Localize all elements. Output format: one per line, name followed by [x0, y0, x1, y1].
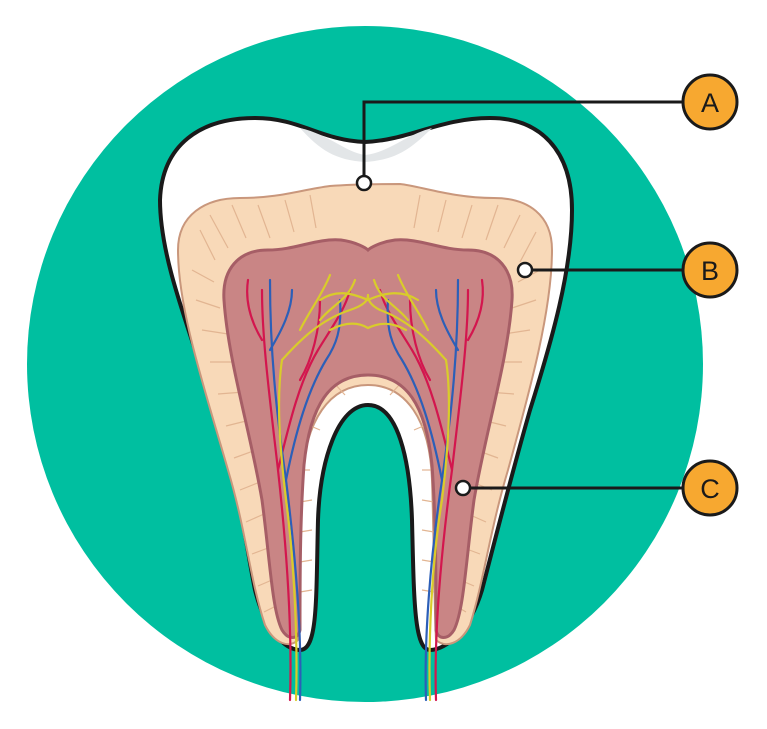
callout-badge	[681, 459, 739, 517]
dentin-tubule-line	[199, 229, 216, 261]
dentin-tubule-line	[257, 204, 271, 239]
dentin-tubule-line	[257, 579, 273, 587]
dentin-tubule-line	[421, 499, 435, 503]
callout-letter: B	[701, 256, 719, 286]
dentin-tubule-line	[251, 547, 269, 555]
nerve-fiber	[318, 278, 357, 322]
callout-badge	[681, 73, 739, 131]
nerve-fiber	[396, 273, 430, 332]
callout-leader-line	[362, 100, 690, 183]
dentin-tubule-line	[421, 529, 435, 533]
vein-vessel	[268, 288, 294, 352]
dentin-tubule-line	[239, 481, 261, 491]
nerve-fiber	[277, 358, 298, 702]
dentin-tubule-line	[195, 299, 221, 309]
dentin-tubule-line	[201, 329, 229, 335]
vein-vessel	[434, 288, 460, 352]
pointer-dot-icon	[355, 174, 373, 192]
vein-vessel	[386, 298, 444, 482]
dentin-tubule-line	[389, 383, 401, 396]
callout-badge	[681, 241, 739, 299]
pointer-dot-icon	[516, 261, 534, 279]
nerve-fiber	[328, 322, 408, 332]
dentin-tubule-hatching	[191, 194, 541, 613]
dentin-tubule-line	[519, 231, 537, 263]
dentin-tubule-line	[284, 199, 295, 233]
artery-vessel	[246, 278, 264, 342]
crown-cusp-shading	[300, 128, 432, 162]
nerve-fiber	[428, 358, 451, 702]
dentin-tubule-line	[503, 214, 521, 249]
dentin-tubule-line	[245, 513, 265, 523]
nerve-fiber	[372, 278, 410, 322]
dentin-tubule-line	[461, 204, 473, 239]
nerve-fiber	[298, 273, 332, 332]
dentin-tubule-line	[437, 199, 447, 233]
nerve-fiber	[318, 292, 420, 302]
dentin-tubule-line	[299, 559, 313, 563]
artery-vessel	[298, 298, 322, 382]
dentin-tubule-line	[231, 204, 247, 239]
dentin-tubule-line	[209, 214, 229, 249]
callout-layer: A B C	[355, 73, 739, 517]
pointer-dot-icon	[454, 479, 472, 497]
artery-vessel	[466, 278, 484, 342]
callout-letter: C	[700, 474, 720, 504]
dentin-tubule-line	[511, 299, 537, 309]
artery-vessel	[408, 298, 432, 382]
nerves-and-blood-vessels	[246, 273, 484, 702]
dentin-tubule-line	[413, 194, 421, 229]
dentin-tubule-line	[485, 204, 499, 241]
dentin-tubule-line	[191, 269, 215, 283]
callout-letter: A	[701, 88, 719, 118]
dentin-tubule-line	[299, 589, 313, 593]
dentin-tubule-line	[309, 194, 317, 229]
artery-vessel	[276, 288, 352, 472]
